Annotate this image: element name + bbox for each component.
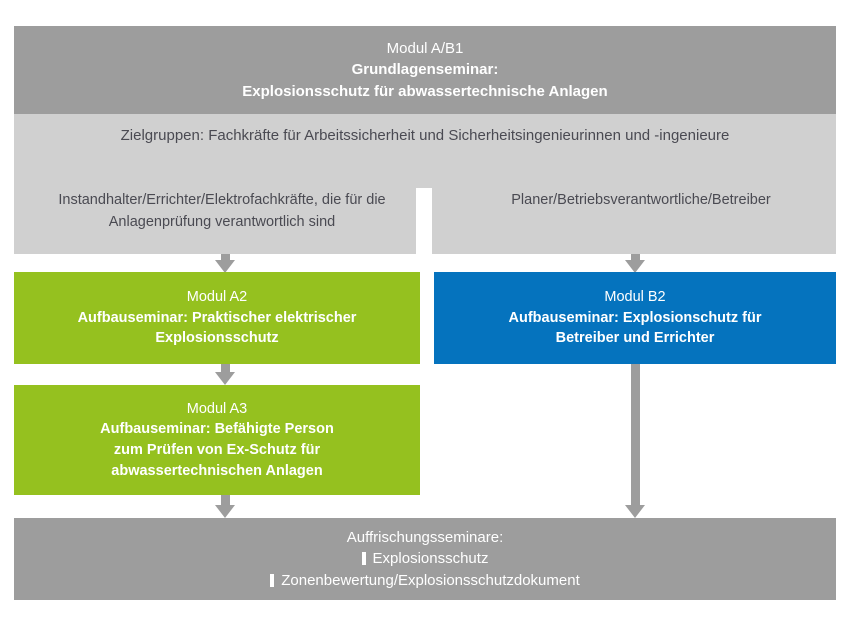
audience-left-line1: Instandhalter/Errichter/Elektrofachkräft…: [58, 192, 318, 208]
audience-right-line1: Planer/Betriebsverantwortliche/Betreiber: [511, 192, 771, 208]
module-a-b1-subtitle: Grundlagenseminar:: [351, 61, 499, 79]
audience-heading: Zielgruppen:: [120, 127, 205, 144]
module-box-a3: Modul A3 Aufbauseminar: Befähigte Person…: [14, 385, 420, 495]
module-a2-label: Modul A2: [186, 289, 248, 306]
refresher-heading: Auffrischungsseminare:: [346, 529, 504, 547]
module-a2-line2: Explosionsschutz: [155, 330, 279, 347]
module-box-a-b1: Modul A/B1 Grundlagenseminar: Explosions…: [14, 26, 836, 114]
audience-shared-text: Fachkräfte für Arbeitssicherheit und Sic…: [208, 127, 730, 144]
module-a3-label: Modul A3: [186, 400, 248, 417]
module-b2-line2: Betreiber und Errichter: [555, 330, 715, 347]
audience-column-divider: [416, 188, 432, 254]
audience-left-line2: die für die Anlagenprüfung verantwortlic…: [108, 192, 386, 230]
module-box-b2: Modul B2 Aufbauseminar: Explosionschutz …: [434, 272, 836, 364]
module-a2-line1: Aufbauseminar: Praktischer elektrischer: [77, 309, 357, 326]
audience-column-right: Planer/Betriebsverantwortliche/Betreiber: [446, 190, 836, 212]
refresher-item-2: Zonenbewertung/Explosionsschutzdokument: [14, 570, 836, 591]
refresher-seminars-box: Auffrischungsseminare: Explosionsschutz …: [14, 518, 836, 600]
module-b2-line1: Aufbauseminar: Explosionschutz für: [508, 309, 762, 326]
module-a-b1-label: Modul A/B1: [386, 40, 464, 58]
module-a3-line1: Aufbauseminar: Befähigte Person: [100, 421, 334, 438]
audience-column-left: Instandhalter/Errichter/Elektrofachkräft…: [14, 190, 430, 234]
audience-band: Zielgruppen: Fachkräfte für Arbeitssiche…: [14, 114, 836, 254]
module-b2-label: Modul B2: [604, 289, 666, 306]
module-box-a2: Modul A2 Aufbauseminar: Praktischer elek…: [14, 272, 420, 364]
module-a3-line3: abwassertechnischen Anlagen: [111, 462, 323, 479]
module-a3-line2: zum Prüfen von Ex-Schutz für: [113, 442, 321, 458]
refresher-item-1: Explosionsschutz: [14, 548, 836, 569]
audience-shared-block: Zielgruppen: Fachkräfte für Arbeitssiche…: [14, 124, 836, 147]
module-a-b1-topic: Explosionsschutz für abwassertechnische …: [242, 82, 608, 100]
